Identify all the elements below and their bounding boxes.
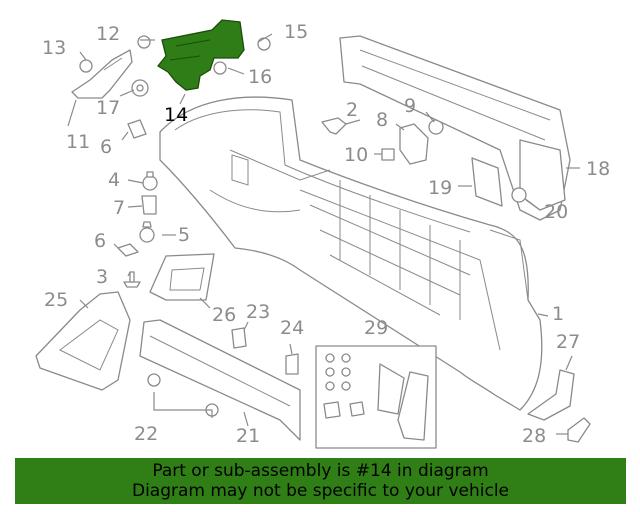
part-1-bumper-cover: [159, 96, 543, 411]
part-24-bracket: [285, 353, 299, 375]
callout-9: 9: [404, 95, 416, 117]
leader-lines: [67, 33, 580, 435]
callout-6-upper: 6: [100, 136, 112, 158]
part-19-bracket: [471, 157, 503, 207]
callout-15: 15: [284, 21, 308, 43]
banner-line-part-number: Part or sub-assembly is #14 in diagram: [152, 461, 489, 481]
callout-25: 25: [44, 289, 68, 311]
callout-16: 16: [248, 66, 272, 88]
callout-18: 18: [586, 158, 610, 180]
part-15-bolt: [257, 37, 271, 51]
part-26-cover: [149, 253, 215, 301]
callout-22: 22: [134, 423, 158, 445]
part-5-screw: [139, 221, 155, 243]
part-20-grommet: [511, 187, 527, 203]
part-23-clip: [231, 327, 247, 349]
callout-13: 13: [42, 37, 66, 59]
part-6-nut-upper: [127, 119, 147, 139]
callout-8: 8: [376, 109, 388, 131]
part-17-nut: [131, 79, 149, 97]
part-16-bolt: [213, 61, 227, 75]
banner-line-disclaimer: Diagram may not be specific to your vehi…: [131, 481, 509, 501]
callout-26: 26: [212, 304, 236, 326]
part-22-clip-left: [147, 373, 161, 387]
callout-2: 2: [346, 99, 358, 121]
part-14-highlighted-bracket: [157, 19, 245, 91]
callout-23: 23: [246, 301, 270, 323]
callout-27: 27: [556, 331, 580, 353]
callout-21: 21: [236, 425, 260, 447]
callout-14-highlighted: 14: [164, 104, 188, 126]
callout-1: 1: [552, 303, 564, 325]
callout-19: 19: [428, 177, 452, 199]
callout-3: 3: [96, 266, 108, 288]
part-8-bracket: [399, 123, 429, 165]
part-4-bolt: [142, 171, 158, 191]
part-18-reinforcement-bar: [339, 35, 571, 221]
callout-4: 4: [108, 169, 120, 191]
part-10-bolt: [381, 148, 395, 161]
callout-12: 12: [96, 23, 120, 45]
part-2-clip: [321, 117, 347, 135]
callout-5: 5: [178, 224, 190, 246]
part-11-side-bracket: [71, 49, 133, 99]
part-21-lower-trim: [139, 319, 301, 441]
callout-11: 11: [66, 131, 90, 153]
part-29-hardware-kit: [315, 345, 437, 449]
part-27-seal: [527, 369, 575, 421]
callout-28: 28: [522, 425, 546, 447]
part-28-plug: [567, 417, 591, 443]
callout-7: 7: [113, 197, 125, 219]
callout-17: 17: [96, 97, 120, 119]
callout-24: 24: [280, 317, 304, 339]
part-12-bolt: [137, 35, 151, 49]
part-25-side-panel: [35, 291, 131, 391]
part-7-bracket: [141, 195, 157, 215]
part-3-pin: [123, 271, 141, 288]
callout-10: 10: [344, 144, 368, 166]
part-13-screw: [79, 59, 93, 73]
part-notice-banner: Part or sub-assembly is #14 in diagram D…: [15, 458, 626, 504]
callout-29: 29: [364, 317, 388, 339]
part-6-nut-lower: [117, 243, 139, 257]
callout-6-lower: 6: [94, 230, 106, 252]
callout-20: 20: [544, 201, 568, 223]
